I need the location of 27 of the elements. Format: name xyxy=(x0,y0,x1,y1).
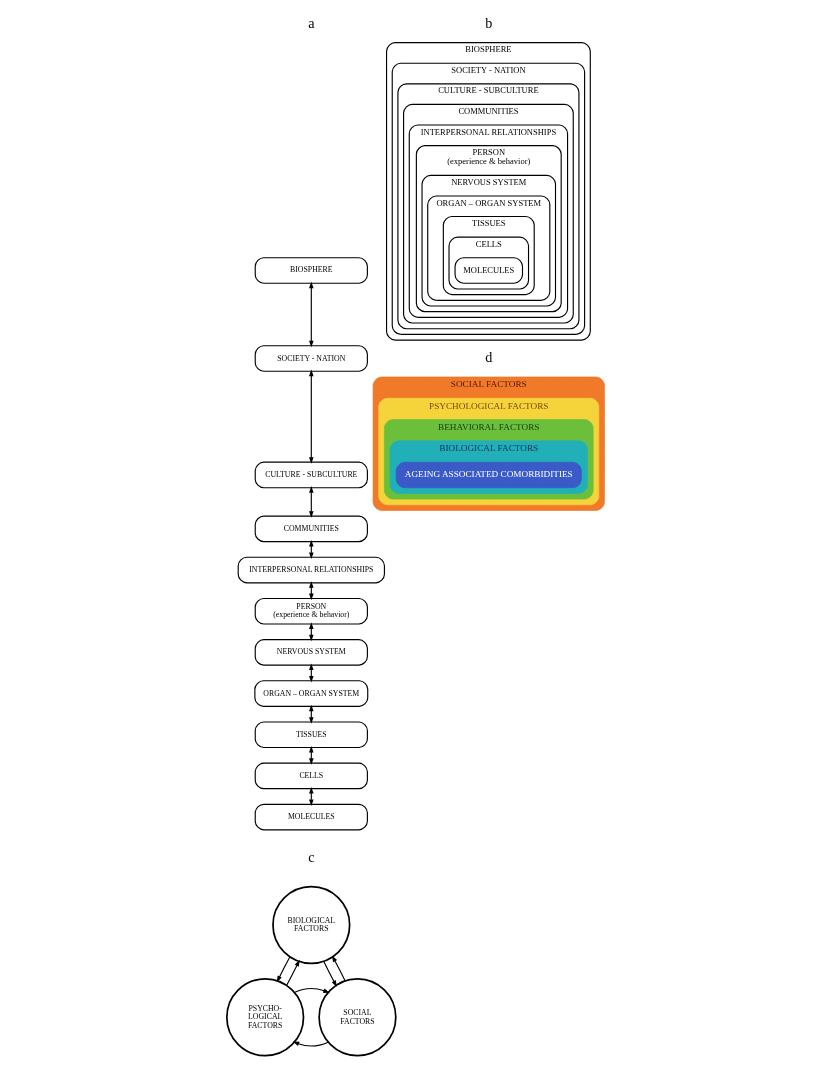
arrow xyxy=(309,281,314,348)
arrow xyxy=(331,955,346,982)
node-box: COMMUNITIES xyxy=(254,515,368,543)
arrow xyxy=(309,369,314,464)
arrow xyxy=(286,959,300,986)
node-box: CULTURE - SUBCULTURE xyxy=(254,461,368,489)
label: b xyxy=(485,14,493,31)
node-box: NERVOUS SYSTEM xyxy=(254,639,368,666)
node-box: INTERPERSONAL RELATIONSHIPS xyxy=(237,556,385,584)
node-box: ORGAN – ORGAN SYSTEM xyxy=(254,680,369,707)
arrow xyxy=(292,1041,329,1047)
node-box: BIOSPHERE xyxy=(254,257,368,284)
node-box: MOLECULES xyxy=(454,257,524,284)
arrow xyxy=(293,987,330,993)
label: c xyxy=(308,848,315,865)
node-box: PERSON (experience & behavior) xyxy=(254,597,368,625)
node-box: SOCIETY - NATION xyxy=(254,345,368,372)
node-box: MOLECULES xyxy=(254,803,368,831)
node-circle: PSYCHO- LOGICAL FACTORS xyxy=(226,978,305,1057)
label: d xyxy=(485,349,493,366)
node-box: TISSUES xyxy=(254,721,368,749)
arrow xyxy=(323,960,337,987)
node-box: CELLS xyxy=(254,762,368,790)
arrow xyxy=(276,956,291,983)
label: a xyxy=(308,14,315,31)
arrow xyxy=(309,486,314,518)
node-box: AGEING ASSOCIATED COMORBIDITIES xyxy=(395,461,582,489)
